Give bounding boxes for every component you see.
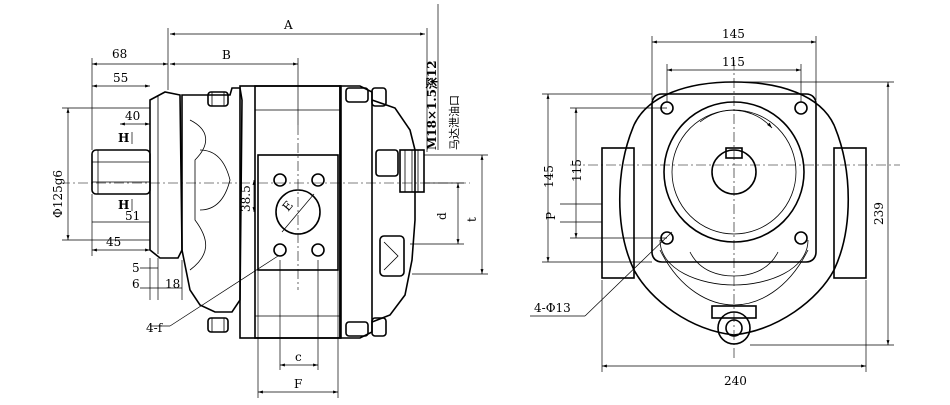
dim-H-bottom: H <box>118 198 129 212</box>
front-view: 145 115 145 115 P 239 240 4-Φ13 <box>530 27 900 388</box>
dim-145-left: 145 <box>542 165 556 188</box>
dim-P: P <box>544 212 558 220</box>
dim-68: 68 <box>112 47 127 61</box>
dim-51: 51 <box>125 209 140 223</box>
dim-H-top: H <box>118 131 129 145</box>
dim-145-top: 145 <box>722 27 745 41</box>
dim-t: t <box>465 217 479 222</box>
dim-E: E <box>280 198 296 214</box>
dim-A: A <box>283 18 293 32</box>
dim-4f: 4-f <box>146 321 164 335</box>
dim-40: 40 <box>125 109 140 123</box>
dim-239: 239 <box>872 202 886 225</box>
rear-cover <box>339 85 416 339</box>
dim-d: d <box>435 212 449 220</box>
dim-c: c <box>295 350 302 364</box>
dim-38-5: 38.5 <box>239 185 253 212</box>
drain-port <box>399 149 425 193</box>
dim-18: 18 <box>165 277 180 291</box>
port-description: 马达泄油口 <box>447 95 461 150</box>
front-flange <box>149 91 183 259</box>
dim-4-phi13: 4-Φ13 <box>534 301 571 315</box>
right-port <box>833 147 867 279</box>
bore <box>663 101 805 243</box>
left-port <box>601 147 635 279</box>
bolt-top-right <box>345 87 387 107</box>
bolt-top-left <box>207 91 229 107</box>
dim-45: 45 <box>106 235 121 249</box>
port-face <box>273 125 325 290</box>
dim-240: 240 <box>724 374 747 388</box>
dim-phi125: Φ125g6 <box>51 170 65 218</box>
bolt-bottom-right <box>345 317 387 337</box>
mount-flange <box>651 93 817 263</box>
dim-55: 55 <box>113 71 128 85</box>
port-thread-label: M18×1.5深12 <box>424 60 439 150</box>
bolt-bottom-left <box>207 317 229 333</box>
shaft <box>91 149 151 195</box>
dim-6: 6 <box>132 277 140 291</box>
dim-5: 5 <box>132 261 140 275</box>
dim-115-left: 115 <box>570 159 584 182</box>
dim-F: F <box>294 377 302 391</box>
side-view: A B 68 55 40 H H 51 45 5 <box>51 4 488 398</box>
dim-B: B <box>222 48 231 62</box>
front-cover <box>181 87 243 313</box>
dim-115-top: 115 <box>722 55 745 69</box>
housing <box>619 81 849 336</box>
drain-plug <box>711 305 757 345</box>
